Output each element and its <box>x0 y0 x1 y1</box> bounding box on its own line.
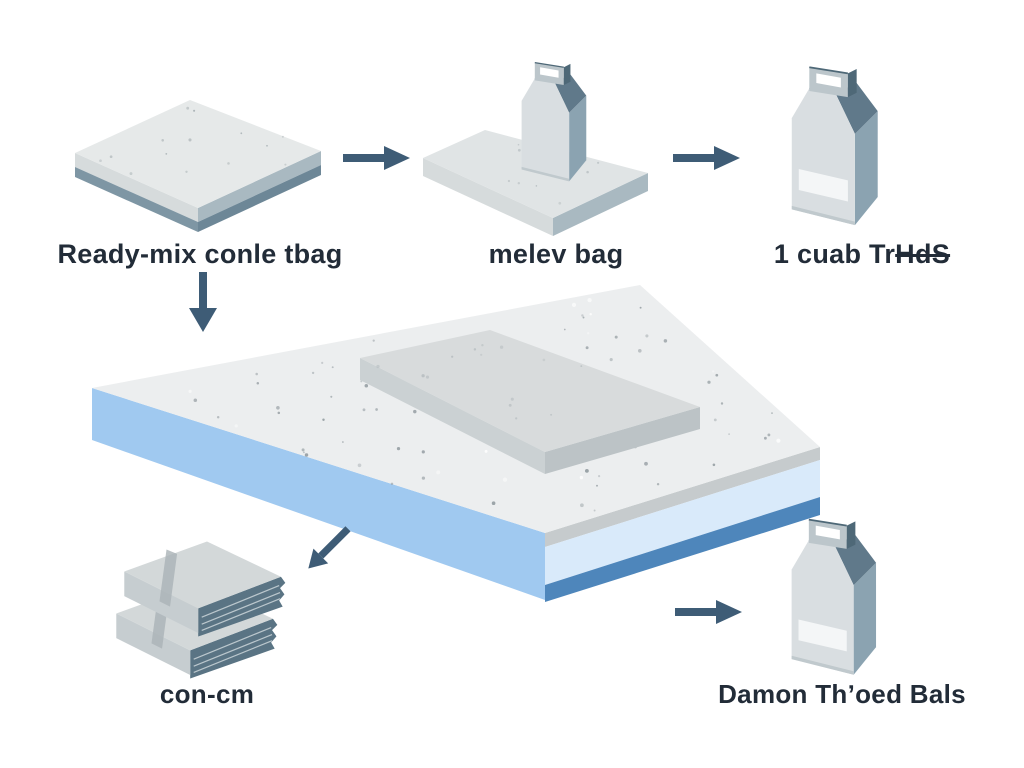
arrow-right-icon <box>673 146 740 170</box>
slab-right-strip <box>198 165 321 232</box>
label-melev-bag: melev bag <box>488 239 624 269</box>
bag-on-slab-graphic <box>423 61 648 236</box>
cement-bag-bottom-graphic <box>790 518 877 676</box>
cement-bag-icon <box>790 518 877 676</box>
slab-speckles <box>99 106 287 176</box>
slab-left-face <box>75 153 198 222</box>
arrow-down-icon <box>189 272 217 332</box>
slab-top-face <box>75 100 321 208</box>
ready-mix-slab-graphic <box>75 100 321 232</box>
slab-left-strip <box>75 167 198 232</box>
base-slab-speckles <box>507 143 600 205</box>
bag-label-patch <box>798 168 848 202</box>
cement-bag-icon <box>520 61 587 183</box>
label-con-cm: con-cm <box>159 679 255 709</box>
label-cuab: 1 cuab TrHdS <box>774 239 950 270</box>
pad-speckles <box>376 344 583 420</box>
main-slab-graphic <box>92 285 820 602</box>
label-cuab-prefix: 1 cuab Tr <box>773 239 896 269</box>
pad-top-face <box>360 330 700 452</box>
label-damon: Damon Thʼoed Bals <box>718 679 966 709</box>
bag-label-patch <box>798 619 847 652</box>
label-ready-mix: Ready-mix conle tbag <box>57 239 343 269</box>
main-slab-right-face <box>545 460 820 585</box>
base-slab-top-face <box>423 130 648 218</box>
pad-right-face <box>545 407 700 474</box>
base-slab-right-face <box>553 173 648 236</box>
main-slab-left-face <box>92 388 545 600</box>
base-slab-left-face <box>423 158 553 236</box>
main-slab-right-gray-band <box>545 447 820 547</box>
arrow-right-icon <box>675 600 742 624</box>
slab-right-face <box>198 151 321 222</box>
main-slab-right-blue-band <box>545 497 820 602</box>
arrow-right-icon <box>343 146 410 170</box>
arrow-down-left-icon <box>308 526 351 569</box>
label-cuab-strike: HdS <box>895 239 951 269</box>
folded-bags-graphic <box>115 540 286 680</box>
pad-left-face <box>360 358 545 474</box>
cement-bag-icon <box>790 66 879 226</box>
main-slab-white-speckles <box>188 297 781 482</box>
cement-bag-top-graphic <box>790 66 879 226</box>
